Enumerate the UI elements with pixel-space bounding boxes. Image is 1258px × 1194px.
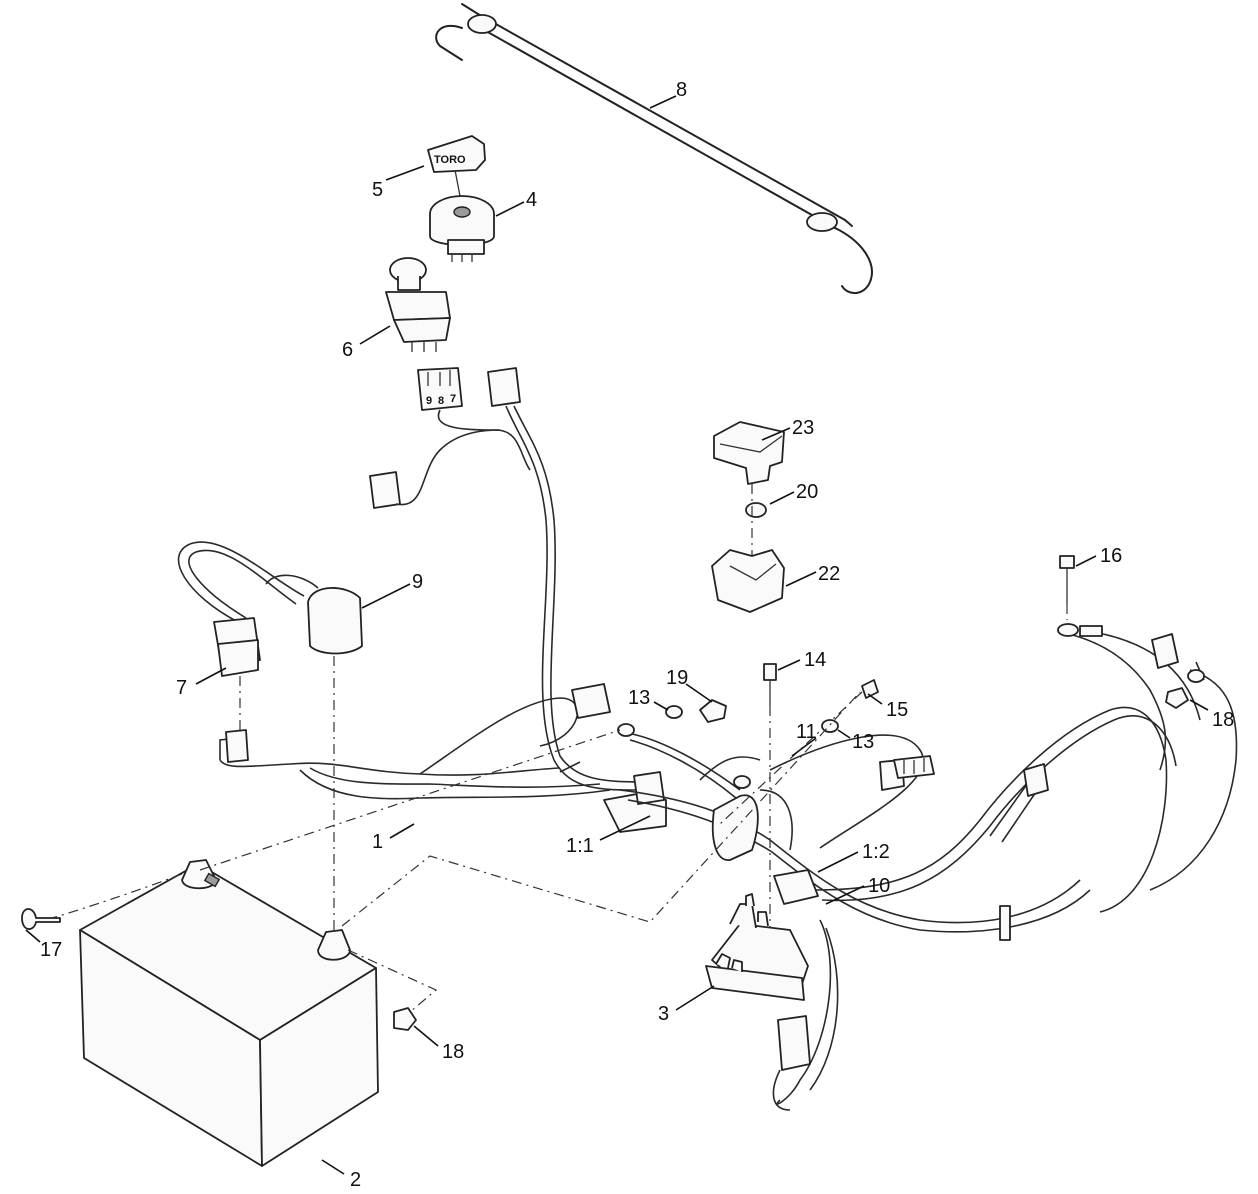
- callout-18-right: 18: [1212, 709, 1234, 731]
- callout-8: 8: [676, 79, 687, 101]
- small-hardware: [665, 663, 935, 980]
- cable-part-11: [617, 723, 751, 799]
- harness-connectors: 9 8 7: [369, 367, 521, 509]
- callout-16: 16: [1100, 545, 1122, 567]
- callout-2: 2: [350, 1169, 361, 1191]
- callout-18-bottom: 18: [442, 1041, 464, 1063]
- callout-1-2: 1:2: [862, 841, 890, 863]
- bolt-part-16: [1057, 555, 1205, 709]
- callout-19: 19: [666, 667, 688, 689]
- callout-1: 1: [372, 831, 383, 853]
- fuse-holder-group: [711, 421, 785, 613]
- solenoid-part-3: [705, 893, 809, 1001]
- callout-7: 7: [176, 677, 187, 699]
- callout-14: 14: [804, 649, 826, 671]
- pto-switch-part-6: [385, 257, 451, 352]
- callout-10: 10: [868, 875, 890, 897]
- callout-labels: 8 5 4 6 23 20 9 22 16 7 14 19 13 15 13 1…: [40, 79, 1234, 1191]
- connector-mark-7: 7: [450, 393, 456, 405]
- callout-6: 6: [342, 339, 353, 361]
- ignition-switch-part-4: [429, 195, 495, 262]
- callout-9: 9: [412, 571, 423, 593]
- boot-and-relay-group: [177, 541, 363, 930]
- leader-lines: [25, 95, 1209, 1175]
- callout-22: 22: [818, 563, 840, 585]
- callout-11: 11: [796, 721, 817, 743]
- wire-harness-part-1: [219, 405, 1238, 1111]
- connector-mark-8: 8: [438, 395, 444, 407]
- callout-20: 20: [796, 481, 818, 503]
- callout-1-1: 1:1: [566, 835, 594, 857]
- callout-4: 4: [526, 189, 537, 211]
- rod-part-8: [435, 3, 873, 294]
- callout-13-left: 13: [628, 687, 650, 709]
- battery-part-2: [21, 691, 861, 1167]
- key-brand: TORO: [434, 154, 466, 166]
- callout-23: 23: [792, 417, 814, 439]
- connector-mark-9: 9: [426, 395, 432, 407]
- key-part-5: TORO: [427, 135, 486, 197]
- callout-15: 15: [886, 699, 908, 721]
- callout-3: 3: [658, 1003, 669, 1025]
- callout-17: 17: [40, 939, 62, 961]
- callout-5: 5: [372, 179, 383, 201]
- callout-13-right: 13: [852, 731, 874, 753]
